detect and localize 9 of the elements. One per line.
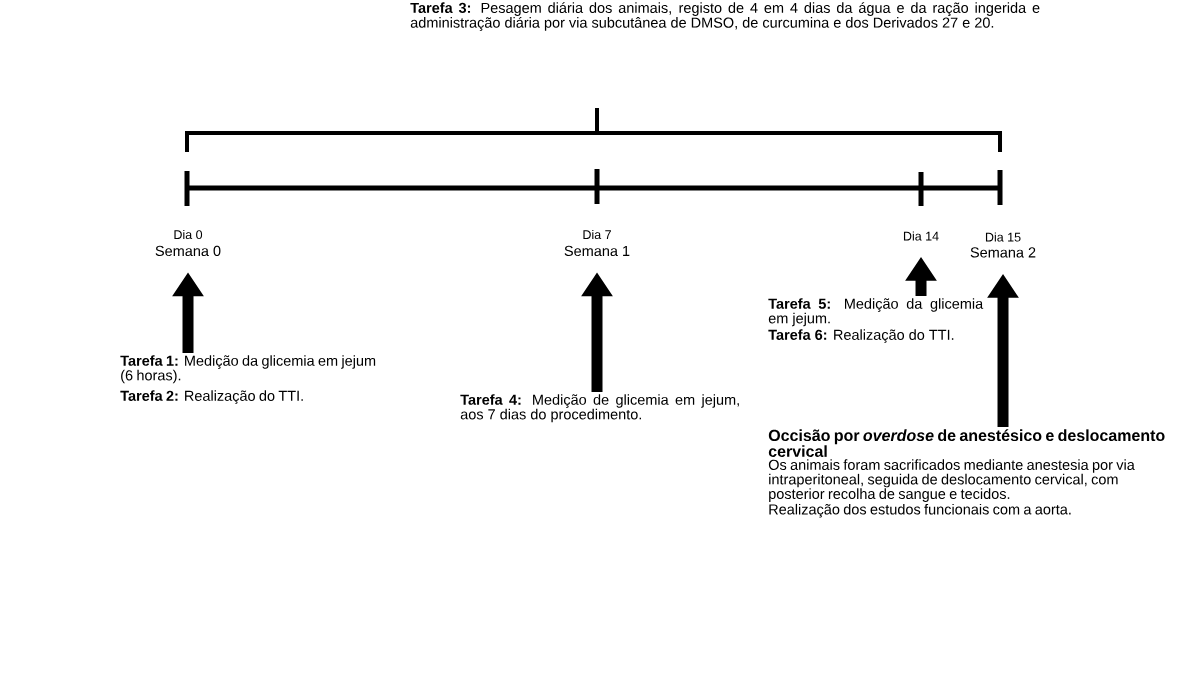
day-label: Dia 0 Semana 0	[155, 229, 221, 257]
day-label: Dia 7 Semana 1	[564, 229, 630, 257]
task-text: Occisão por overdose de anestésico e deslocamento cervical Os animais foram sacrificados mediante anestesia por via intraperitoneal, seguida de deslocamento cervical, com posterior recolha de sangue e tecidos. Realização dos estudos funcionais com a aorta.	[768, 429, 1165, 518]
day-label: Dia 15 Semana 2	[970, 232, 1036, 258]
note-text: Tarefa 3: Pesagem diária dos animais, registo de 4 em 4 dias da água e da ração ingerida e administração diária por via subcutânea de DMSO, de curcumina e dos Derivados 27 e 20.	[410, 2, 1040, 31]
day-label: Dia 14	[903, 231, 939, 241]
task-text: Tarefa 1: Medição da glicemia em jejum (6 horas). Tarefa 2: Realização do TTI.	[120, 355, 376, 404]
task-text: Tarefa 4: Medição de glicemia em jejum, aos 7 dias do procedimento.	[460, 394, 739, 423]
task-text: Tarefa 5: Medição da glicemia em jejum. Tarefa 6: Realização do TTI.	[768, 298, 984, 343]
